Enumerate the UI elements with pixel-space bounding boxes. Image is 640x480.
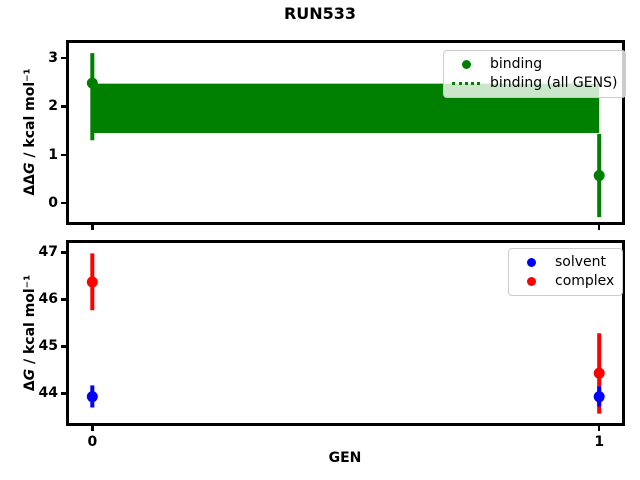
- y-tick-mark: [61, 345, 66, 348]
- y-tick-label: 3: [48, 49, 58, 66]
- top-legend: binding binding (all GENS): [443, 50, 627, 98]
- binding-point-gen1: [593, 170, 605, 182]
- legend-row-complex: complex: [517, 272, 614, 291]
- y-tick-label: 44: [38, 385, 58, 402]
- y-tick-mark: [61, 392, 66, 395]
- dot-marker-icon: [526, 277, 536, 286]
- legend-label: solvent: [555, 254, 607, 270]
- bottom-y-axis-label-unit: / kcal mol⁻¹: [22, 274, 38, 369]
- y-tick-label: 2: [48, 98, 58, 115]
- x-tick-label: 0: [87, 434, 98, 450]
- y-tick-label: 0: [48, 195, 58, 212]
- bottom-legend: solvent complex: [508, 248, 624, 296]
- legend-dot-icon: [452, 60, 480, 69]
- complex-point-gen1: [593, 367, 605, 379]
- y-tick-mark: [61, 298, 66, 301]
- binding-point-gen0: [86, 77, 98, 89]
- dot-marker-icon: [461, 60, 471, 69]
- dot-marker-icon: [526, 258, 536, 267]
- top-y-axis-label-prefix: ΔΔ: [22, 173, 38, 196]
- top-y-axis-label-unit: / kcal mol⁻¹: [22, 68, 38, 163]
- bottom-y-axis-label-prefix: Δ: [22, 380, 38, 392]
- bottom-plot-canvas: [86, 253, 605, 414]
- top-y-axis-label-symbol: G: [22, 162, 38, 174]
- y-tick-mark: [61, 105, 66, 108]
- x-tick-label: 1: [594, 434, 605, 450]
- x-tick-mark: [91, 225, 94, 230]
- y-tick-label: 46: [38, 291, 58, 308]
- y-tick-mark: [61, 153, 66, 156]
- legend-dotted-line-icon: [452, 82, 480, 85]
- x-tick-mark: [91, 426, 94, 431]
- solvent-point-gen0: [86, 391, 98, 403]
- legend-dot-icon: [517, 277, 545, 286]
- legend-dot-icon: [517, 258, 545, 267]
- y-tick-label: 45: [38, 338, 58, 355]
- bottom-y-axis-label-symbol: G: [22, 368, 38, 381]
- legend-row-binding-all-gens-: binding (all GENS): [452, 74, 617, 93]
- x-tick-mark: [597, 426, 601, 431]
- y-tick-mark: [61, 56, 66, 60]
- complex-point-gen0: [86, 276, 98, 288]
- legend-label: binding: [490, 56, 543, 72]
- legend-label: binding (all GENS): [490, 75, 618, 91]
- figure-title: RUN533: [283, 4, 357, 23]
- bottom-y-axis-label: ΔG / kcal mol⁻¹: [22, 275, 38, 391]
- y-tick-mark: [61, 201, 66, 205]
- top-y-axis-label: ΔΔG / kcal mol⁻¹: [22, 68, 38, 195]
- legend-row-solvent: solvent: [517, 253, 614, 272]
- legend-row-binding: binding: [452, 55, 617, 74]
- y-tick-label: 1: [48, 146, 58, 163]
- legend-label: complex: [555, 273, 615, 289]
- x-tick-mark: [597, 225, 601, 230]
- y-tick-mark: [61, 251, 66, 254]
- solvent-point-gen1: [593, 391, 605, 403]
- y-tick-label: 47: [38, 244, 58, 261]
- dotted-line-icon: [452, 82, 480, 85]
- x-axis-label: GEN: [328, 450, 362, 466]
